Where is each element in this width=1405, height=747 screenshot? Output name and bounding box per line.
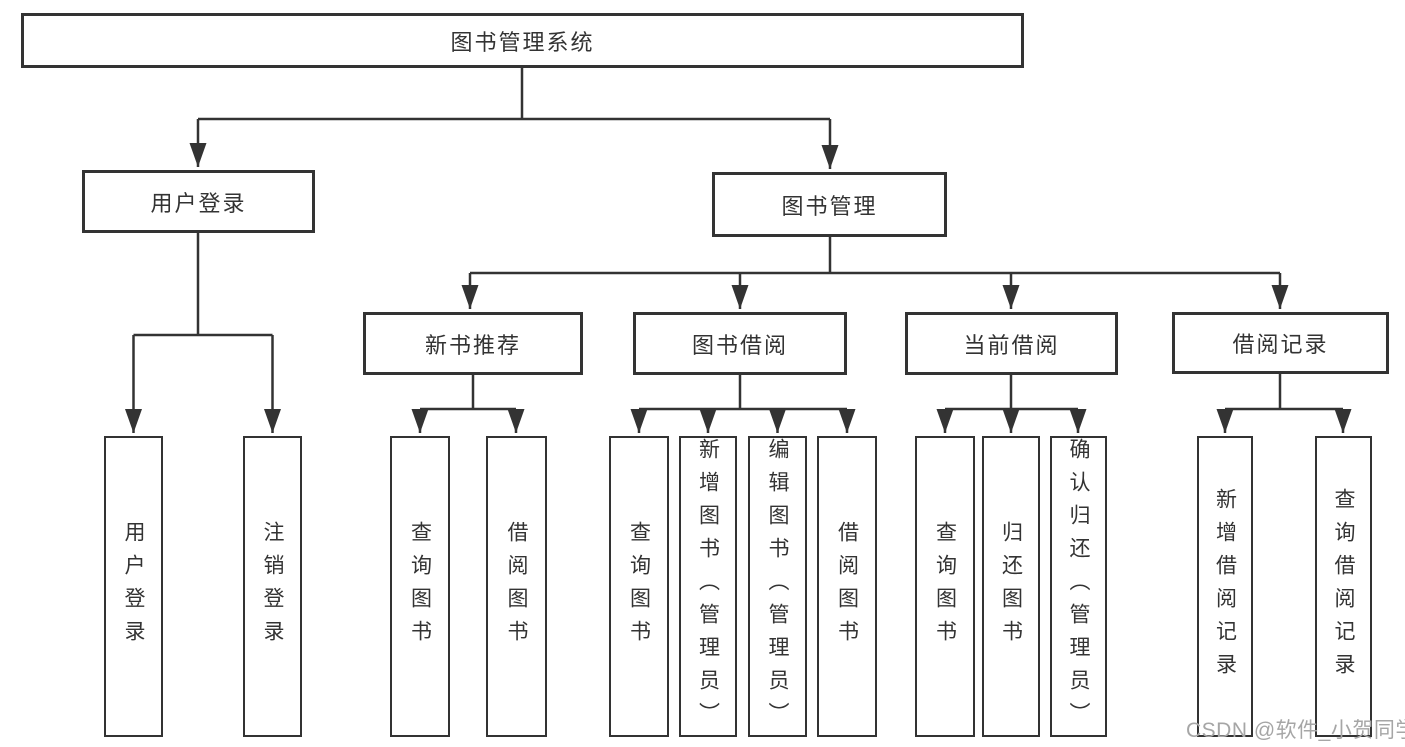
leaf-query-books-borrow: 查询图书 [609,436,669,737]
leaf-add-borrow-record: 新增借阅记录 [1197,436,1253,737]
leaf-query-borrow-record: 查询借阅记录 [1315,436,1372,737]
leaf-add-books-admin: 新增图书（管理员） [679,436,737,737]
node-borrowing-records: 借阅记录 [1172,312,1389,374]
leaf-edit-books-admin: 编辑图书（管理员） [748,436,807,737]
csdn-watermark: CSDN @软件_小贺同学 [1186,719,1405,742]
leaf-confirm-return-admin: 确认归还（管理员） [1050,436,1107,737]
node-current-borrowing: 当前借阅 [905,312,1118,375]
node-new-book-recommendation: 新书推荐 [363,312,583,375]
leaf-return-books: 归还图书 [982,436,1040,737]
node-book-management-branch: 图书管理 [712,172,947,237]
leaf-query-books-current: 查询图书 [915,436,975,737]
leaf-user-login: 用户登录 [104,436,163,737]
node-book-borrowing: 图书借阅 [633,312,847,375]
leaf-logout: 注销登录 [243,436,302,737]
leaf-query-books-recommend: 查询图书 [390,436,450,737]
node-user-login-branch: 用户登录 [82,170,315,233]
leaf-borrow-books: 借阅图书 [817,436,877,737]
leaf-borrow-books-recommend: 借阅图书 [486,436,547,737]
node-library-system: 图书管理系统 [21,13,1024,68]
